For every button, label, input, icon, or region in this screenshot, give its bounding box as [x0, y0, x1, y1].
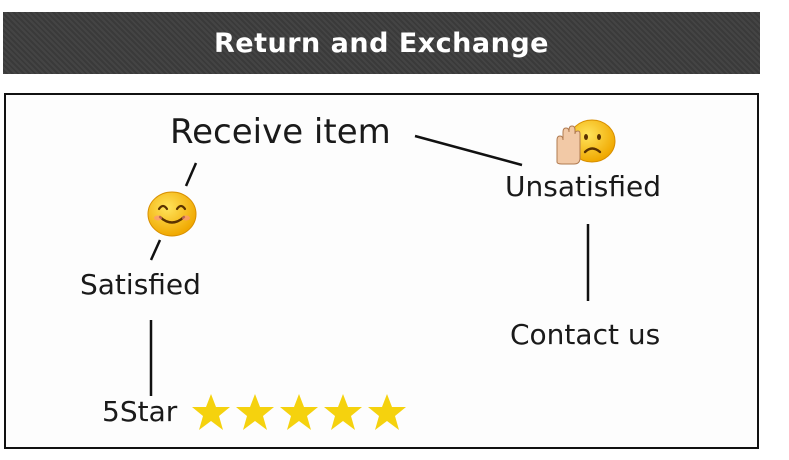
line-happy-to-satisfied [149, 239, 162, 261]
star-icon [368, 394, 406, 430]
star-icon [236, 394, 274, 430]
receive-item-label: Receive item [170, 112, 391, 152]
line-receive-to-unsatisfied [414, 134, 523, 167]
satisfied-label: Satisfied [80, 268, 201, 301]
page-title: Return and Exchange [213, 27, 549, 59]
five-star-rating [190, 393, 408, 431]
smiling-face-icon [147, 191, 197, 237]
sad-face-stop-hand-icon [556, 119, 616, 165]
unsatisfied-label: Unsatisfied [505, 170, 661, 203]
contact-us-label: Contact us [510, 318, 661, 351]
star-icon [192, 394, 230, 430]
star-icon [324, 394, 362, 430]
star-icon [280, 394, 318, 430]
line-receive-to-happy [184, 162, 198, 187]
rating-label: 5Star [102, 395, 178, 428]
flow-panel [4, 93, 759, 449]
header-banner: Return and Exchange [3, 12, 760, 74]
